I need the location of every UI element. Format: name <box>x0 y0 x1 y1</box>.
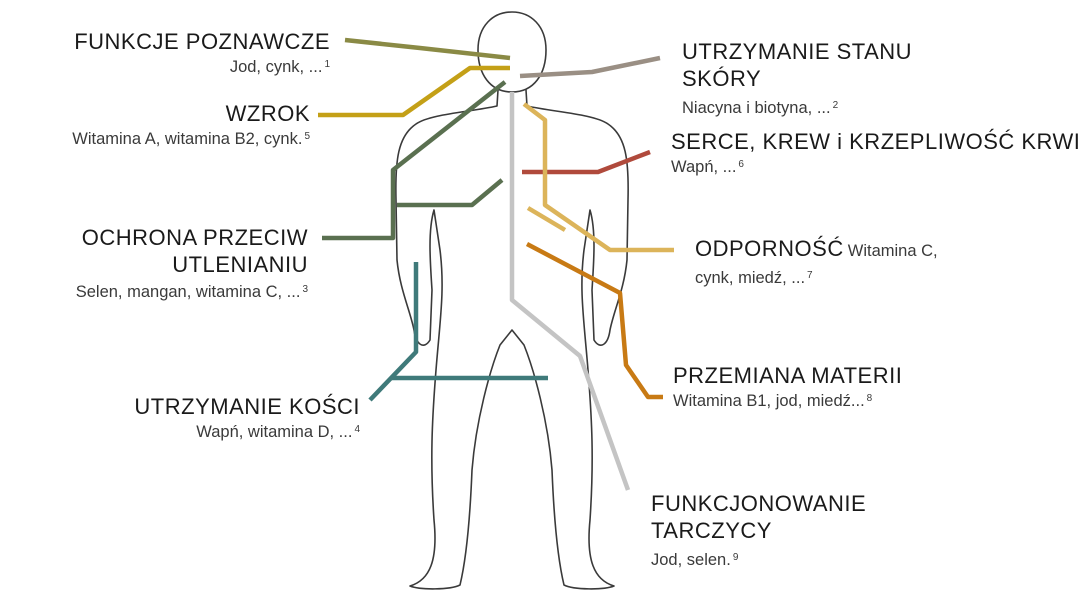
label-cognitive: FUNKCJE POZNAWCZE Jod, cynk, ...1 <box>74 28 330 79</box>
label-bones-title: UTRZYMANIE KOŚCI <box>134 393 360 420</box>
label-skin-desc: Niacyna i biotyna, ...2 <box>682 96 912 120</box>
label-cognitive-nutrients: Jod, cynk, ... <box>230 58 323 76</box>
label-antioxidant-title-line2: UTLENIANIU <box>76 251 308 278</box>
label-bones-desc: Wapń, witamina D, ...4 <box>134 420 360 444</box>
label-bones: UTRZYMANIE KOŚCI Wapń, witamina D, ...4 <box>134 393 360 444</box>
connector-antioxidant-branch <box>397 180 502 205</box>
label-heart-title: SERCE, KREW i KRZEPLIWOŚĆ KRWI <box>671 128 1080 155</box>
connector-cognitive <box>345 40 510 58</box>
label-immunity: ODPORNOŚĆ Witamina C, cynk, miedź, ...7 <box>695 235 938 290</box>
connector-immunity-branch <box>528 208 565 230</box>
label-cognitive-desc: Jod, cynk, ...1 <box>74 55 330 79</box>
label-antioxidant-nutrients: Selen, mangan, witamina C, ... <box>76 283 301 301</box>
label-immunity-desc-inline: Witamina C, <box>848 242 938 260</box>
label-skin-title-line2: SKÓRY <box>682 65 912 92</box>
label-thyroid-title-line1: FUNKCJONOWANIE <box>651 490 866 517</box>
connector-heart <box>522 152 650 172</box>
label-thyroid-nutrients: Jod, selen. <box>651 551 731 569</box>
label-metabolism-nutrients: Witamina B1, jod, miedź... <box>673 392 865 410</box>
label-skin: UTRZYMANIE STANU SKÓRY Niacyna i biotyna… <box>682 38 912 120</box>
label-bones-ref: 4 <box>354 424 360 435</box>
label-skin-title-line1: UTRZYMANIE STANU <box>682 38 912 65</box>
label-metabolism-ref: 8 <box>867 393 873 404</box>
label-heart-nutrients: Wapń, ... <box>671 158 736 176</box>
connector-metabolism <box>527 244 663 397</box>
label-immunity-ref: 7 <box>807 270 813 281</box>
label-thyroid-ref: 9 <box>733 552 739 563</box>
label-thyroid: FUNKCJONOWANIE TARCZYCY Jod, selen.9 <box>651 490 866 572</box>
label-antioxidant-title-line1: OCHRONA PRZECIW <box>76 224 308 251</box>
connector-vision <box>318 68 510 115</box>
label-thyroid-desc: Jod, selen.9 <box>651 548 866 572</box>
label-vision-nutrients: Witamina A, witamina B2, cynk. <box>72 130 302 148</box>
silhouette-head <box>478 12 546 92</box>
label-immunity-title: ODPORNOŚĆ <box>695 236 844 261</box>
label-heart: SERCE, KREW i KRZEPLIWOŚĆ KRWI Wapń, ...… <box>671 128 1080 179</box>
label-thyroid-title-line2: TARCZYCY <box>651 517 866 544</box>
label-antioxidant-desc: Selen, mangan, witamina C, ...3 <box>76 280 308 304</box>
connector-skin <box>520 58 660 76</box>
connector-thyroid <box>512 92 628 490</box>
label-skin-ref: 2 <box>833 100 839 111</box>
label-vision-title: WZROK <box>72 100 310 127</box>
label-antioxidant-ref: 3 <box>302 284 308 295</box>
label-antioxidant: OCHRONA PRZECIW UTLENIANIU Selen, mangan… <box>76 224 308 304</box>
label-skin-nutrients: Niacyna i biotyna, ... <box>682 99 831 117</box>
label-immunity-desc: cynk, miedź, ...7 <box>695 266 938 290</box>
label-metabolism-title: PRZEMIANA MATERII <box>673 362 902 389</box>
label-heart-ref: 6 <box>738 159 744 170</box>
label-immunity-nutrients: cynk, miedź, ... <box>695 269 805 287</box>
connector-immunity <box>524 104 674 250</box>
label-metabolism-desc: Witamina B1, jod, miedź...8 <box>673 389 902 413</box>
label-bones-nutrients: Wapń, witamina D, ... <box>196 423 352 441</box>
label-vision-desc: Witamina A, witamina B2, cynk.5 <box>72 127 310 151</box>
label-metabolism: PRZEMIANA MATERII Witamina B1, jod, mied… <box>673 362 902 413</box>
connector-lines <box>318 40 674 490</box>
label-cognitive-title: FUNKCJE POZNAWCZE <box>74 28 330 55</box>
label-vision-ref: 5 <box>304 131 310 142</box>
label-cognitive-ref: 1 <box>324 59 330 70</box>
label-vision: WZROK Witamina A, witamina B2, cynk.5 <box>72 100 310 151</box>
label-heart-desc: Wapń, ...6 <box>671 155 1080 179</box>
